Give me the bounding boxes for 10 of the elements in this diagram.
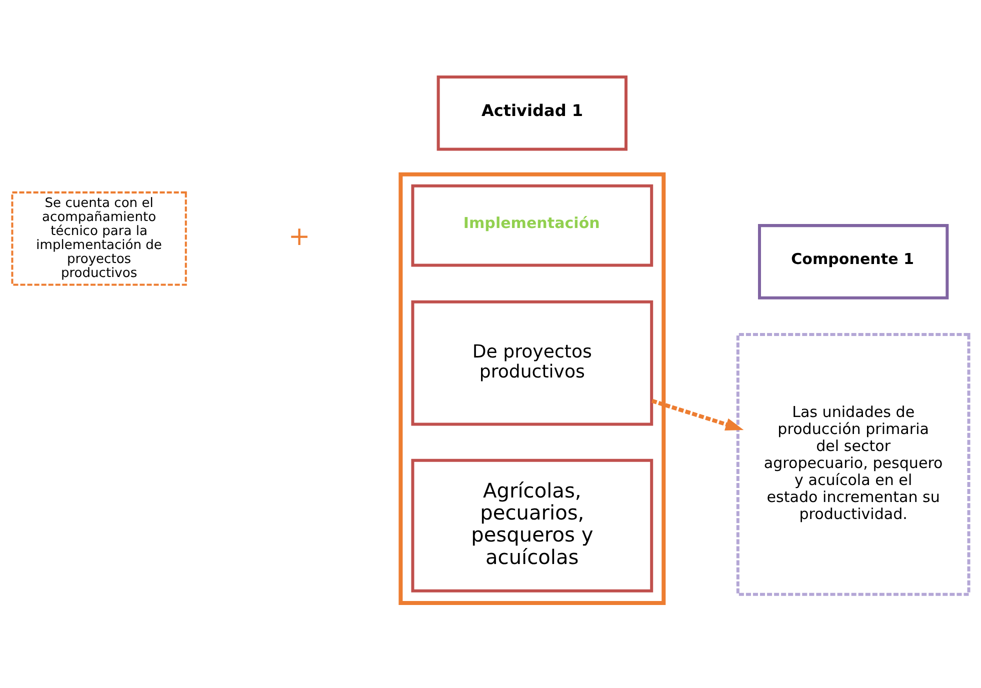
node-box: Actividad 1 [436,76,628,151]
arrow [651,398,744,430]
node-box: Implementación [411,184,654,267]
cluster [398,172,666,605]
node-box: Componente 1 [758,224,949,300]
node-box: Se cuenta con el acompañamiento técnico para la implementación de proyectos productivos [11,191,187,286]
label: + [288,222,310,252]
node-box: Agrícolas, pecuarios, pesqueros y acuícolas [411,458,654,592]
node-box: Las unidades de producción primaria del sector agropecuario, pesquero y acuícola en el estado incrementan su productividad. [736,332,970,596]
node-box: De proyectos productivos [411,300,654,426]
